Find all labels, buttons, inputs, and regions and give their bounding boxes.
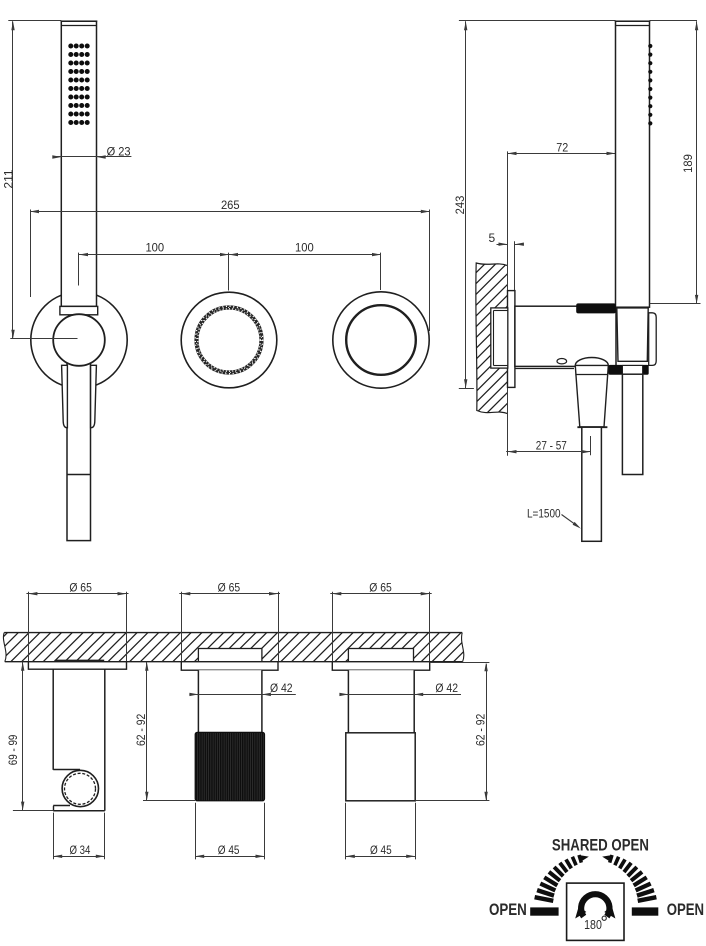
svg-text:189: 189 bbox=[681, 154, 695, 173]
svg-text:211: 211 bbox=[1, 169, 15, 188]
svg-text:SHARED OPEN: SHARED OPEN bbox=[552, 835, 649, 854]
svg-text:Ø 45: Ø 45 bbox=[218, 843, 240, 857]
svg-text:OPEN: OPEN bbox=[667, 900, 704, 919]
svg-text:100: 100 bbox=[295, 240, 314, 254]
svg-text:243: 243 bbox=[453, 195, 467, 214]
svg-text:Ø 45: Ø 45 bbox=[370, 843, 392, 857]
svg-text:L=1500: L=1500 bbox=[527, 506, 561, 520]
svg-text:5: 5 bbox=[488, 231, 495, 245]
svg-text:27 - 57: 27 - 57 bbox=[536, 439, 567, 453]
svg-text:265: 265 bbox=[221, 198, 240, 212]
svg-text:Ø 42: Ø 42 bbox=[270, 681, 293, 695]
svg-text:Ø 65: Ø 65 bbox=[218, 580, 241, 594]
svg-text:100: 100 bbox=[145, 240, 164, 254]
svg-text:62 - 92: 62 - 92 bbox=[134, 713, 148, 746]
svg-text:Ø 34: Ø 34 bbox=[69, 843, 90, 857]
svg-text:180: 180 bbox=[584, 918, 602, 932]
svg-text:Ø 42: Ø 42 bbox=[435, 681, 458, 695]
svg-text:Ø 23: Ø 23 bbox=[107, 145, 131, 159]
svg-text:Ø 65: Ø 65 bbox=[69, 580, 92, 594]
svg-text:69 - 99: 69 - 99 bbox=[6, 734, 20, 765]
svg-text:72: 72 bbox=[556, 140, 568, 154]
svg-text:OPEN: OPEN bbox=[489, 900, 527, 919]
svg-text:Ø 65: Ø 65 bbox=[369, 580, 392, 594]
svg-text:62 - 92: 62 - 92 bbox=[474, 713, 488, 746]
